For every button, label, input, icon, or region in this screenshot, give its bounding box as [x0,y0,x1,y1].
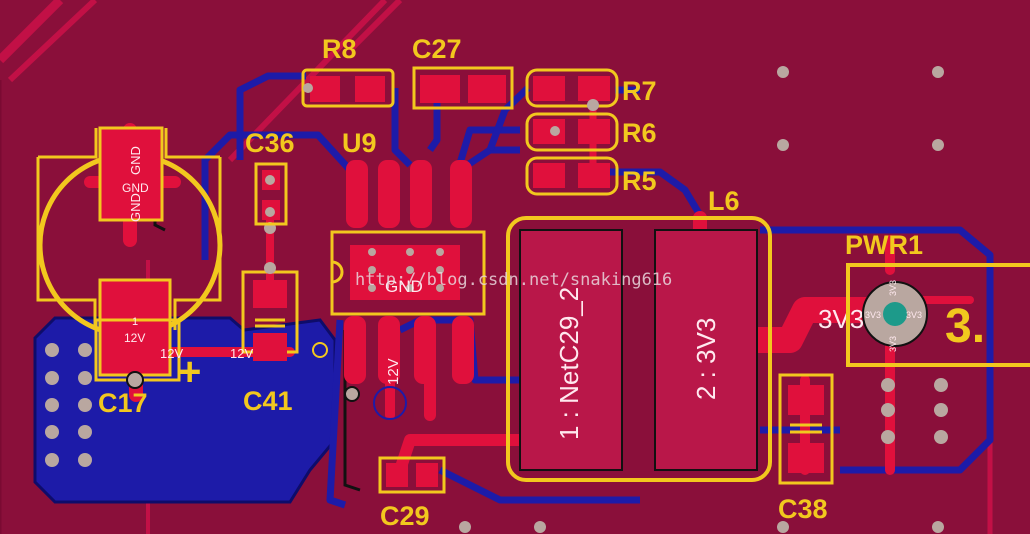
r8-footprint[interactable] [301,68,395,108]
u9-footprint[interactable] [330,160,486,420]
pwr1-pin-label: 3. [945,300,985,353]
u9-gnd-label: GND [385,277,423,296]
vertical-12v-label: 12V [385,358,402,385]
r5-designator: R5 [622,166,657,196]
via[interactable] [126,371,144,389]
pwr1-designator: PWR1 [845,230,923,260]
pwr1-pad-label: 3V3 [888,280,898,296]
l6-pad1-label: 1 : NetC29_2 [554,287,584,440]
pwr1-footprint[interactable] [846,263,1030,367]
l6-designator: L6 [708,186,740,216]
c41-trace-label: 12V [230,346,253,361]
bg-trace [347,0,403,53]
u9-designator: U9 [342,128,377,158]
vias-bottom-pour[interactable] [45,343,92,467]
c29-designator: C29 [380,501,430,531]
gnd-label-small: GND [122,181,149,195]
gnd-label-vertical: GND [128,193,143,222]
bg-trace [0,0,64,64]
r5-footprint[interactable] [525,156,619,196]
l6-pad2-label: 2 : 3V3 [691,318,721,400]
c36-footprint[interactable] [254,162,288,226]
r6-designator: R6 [622,118,657,148]
bg-trace [7,0,98,83]
c38-footprint[interactable] [778,373,834,485]
trace-3v3-label: 3V3 [818,304,864,334]
c17-pin-number: 1 [132,316,138,328]
c27-footprint[interactable] [412,66,514,110]
c17-trace-label: 12V [160,346,183,361]
c17-polarity-mark: + [178,350,201,394]
r6-footprint[interactable] [525,112,619,152]
vias-scattered[interactable] [459,66,948,533]
c41-footprint[interactable] [241,222,328,361]
c36-designator: C36 [245,128,295,158]
c17-net-label: 12V [124,331,145,345]
c17-footprint[interactable] [36,126,223,382]
gnd-label-vertical: GND [128,146,143,175]
pwr1-pad-label: 3V3 [888,336,898,352]
c41-designator: C41 [243,386,293,416]
c38-designator: C38 [778,494,828,524]
c17-designator: C17 [98,388,148,418]
r7-designator: R7 [622,76,657,106]
r7-footprint[interactable] [525,68,619,111]
r8-designator: R8 [322,34,357,64]
pwr1-pad-label: 3V3 [865,310,881,320]
l6-footprint[interactable] [506,216,772,482]
c27-designator: C27 [412,34,462,64]
pwr1-pad-label: 3V3 [906,310,922,320]
watermark: http://blog.csdn.net/snaking616 [355,270,672,290]
c29-footprint[interactable] [378,456,446,494]
